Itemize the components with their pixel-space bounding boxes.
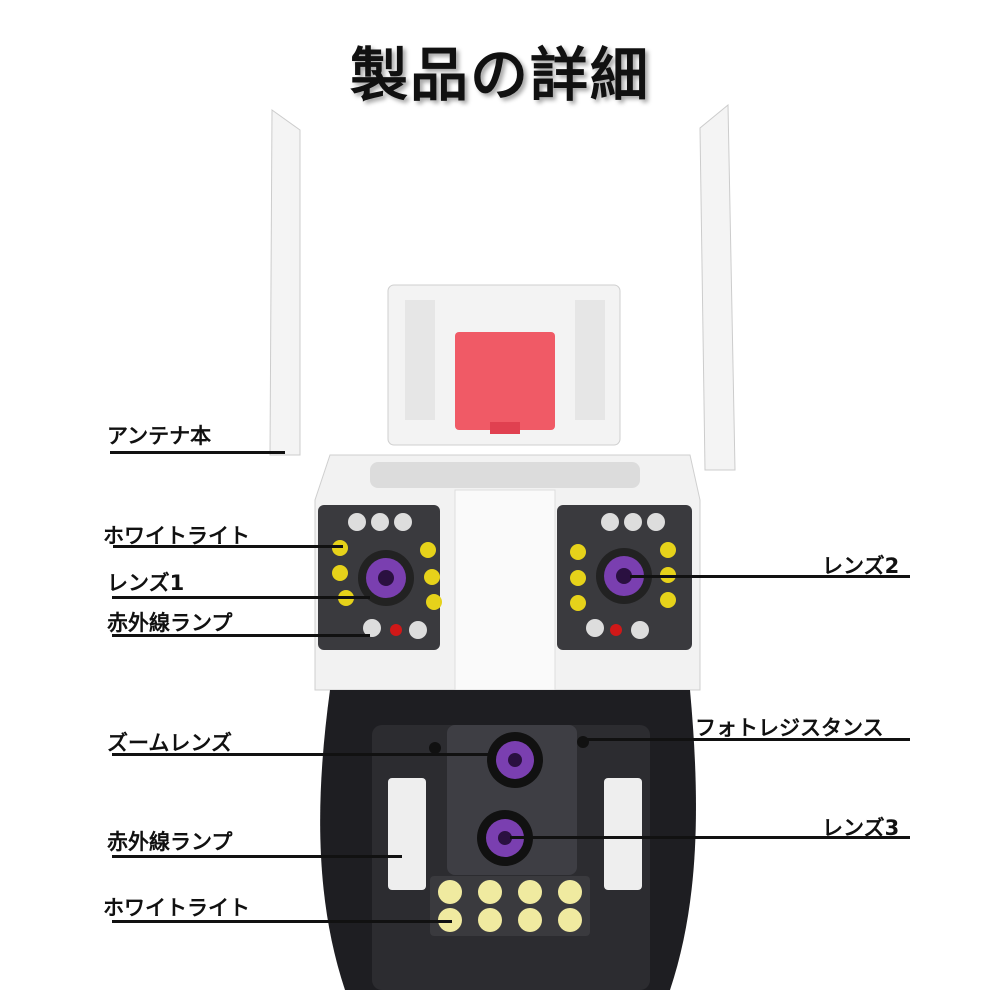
label-photoresistor: フォトレジスタンス [695, 716, 884, 740]
label-white-light-2: ホワイトライト [103, 896, 250, 920]
leader-line [112, 753, 492, 756]
label-ir-lamp-2: 赤外線ランプ [107, 830, 233, 854]
label-ir-lamp-1: 赤外線ランプ [107, 611, 233, 635]
leader-line [510, 836, 910, 839]
label-lens-2: レンズ2 [822, 554, 900, 578]
label-antenna: アンテナ本 [107, 424, 212, 448]
antenna-left [269, 109, 301, 456]
leader-line [112, 634, 370, 637]
leader-line [112, 596, 370, 599]
leader-line [580, 738, 910, 741]
leader-line [112, 855, 402, 858]
leader-line [630, 575, 910, 578]
leader-line [110, 451, 285, 454]
label-lens-1: レンズ1 [107, 571, 185, 595]
lens-panel-1 [318, 505, 442, 650]
red-block [455, 332, 555, 430]
leader-line [112, 920, 452, 923]
lens-panel-2 [557, 505, 692, 650]
label-zoom-lens: ズームレンズ [107, 731, 232, 755]
page-title: 製品の詳細 [349, 41, 650, 109]
leader-line [113, 545, 343, 548]
label-white-light-1: ホワイトライト [103, 524, 250, 548]
antenna-right [699, 103, 736, 471]
